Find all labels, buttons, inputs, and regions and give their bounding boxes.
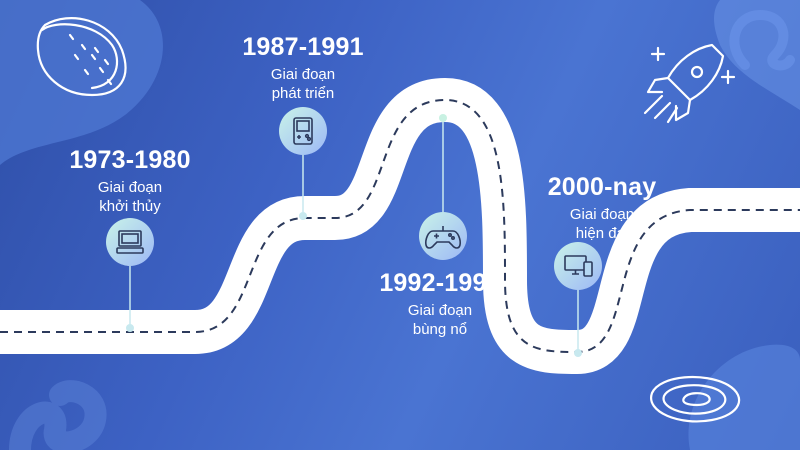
handheld-console-icon — [279, 107, 327, 155]
leaf-doodle-icon — [36, 17, 127, 97]
road-center-dashes — [0, 98, 800, 354]
connector-dot-2 — [299, 212, 307, 220]
milestone-desc-line: khởi thủy — [99, 198, 161, 215]
milestone-desc-line: Giai đoạn — [407, 302, 473, 319]
milestone-desc-line: hiện đại — [575, 225, 629, 242]
connector-dot-3 — [439, 114, 447, 122]
rocket-doodle-icon — [643, 43, 736, 124]
milestone-year: 2000-nay — [547, 173, 657, 201]
milestone-year: 1987-1991 — [242, 33, 364, 61]
milestone-year: 1992-1999 — [379, 269, 501, 297]
connector-dot-1 — [126, 324, 134, 332]
milestone-description: Giai đoạn hiện đại — [527, 205, 677, 243]
milestone-description: Giai đoạn phát triển — [228, 65, 378, 103]
milestone-desc-line: bùng nổ — [412, 321, 468, 338]
milestone-year: 1973-1980 — [69, 146, 191, 174]
milestone-desc-line: phát triển — [271, 85, 335, 102]
milestone-1987-1991: 1987-1991 Giai đoạn phát triển — [228, 33, 378, 103]
milestone-desc-line: Giai đoạn — [97, 179, 163, 196]
milestone-1992-1999: 1992-1999 Giai đoạn bùng nổ — [355, 269, 525, 339]
rings-doodle-icon — [650, 375, 741, 423]
milestone-description: Giai đoạn bùng nổ — [355, 301, 525, 339]
milestone-1973-1980: 1973-1980 Giai đoạn khởi thủy — [55, 146, 205, 216]
squiggle-bottom-left — [9, 380, 107, 450]
connector-dot-4 — [574, 349, 582, 357]
milestone-desc-line: Giai đoạn — [569, 206, 635, 223]
milestone-desc-line: Giai đoạn — [270, 66, 336, 83]
computer-icon — [106, 218, 154, 266]
blob-bottom-right — [688, 344, 800, 450]
milestone-description: Giai đoạn khởi thủy — [55, 178, 205, 216]
blob-top-left — [0, 0, 163, 165]
devices-icon — [554, 242, 602, 290]
gamepad-icon — [419, 212, 467, 260]
squiggle-top-right — [729, 9, 795, 71]
milestone-2000-nay: 2000-nay Giai đoạn hiện đại — [527, 173, 677, 243]
